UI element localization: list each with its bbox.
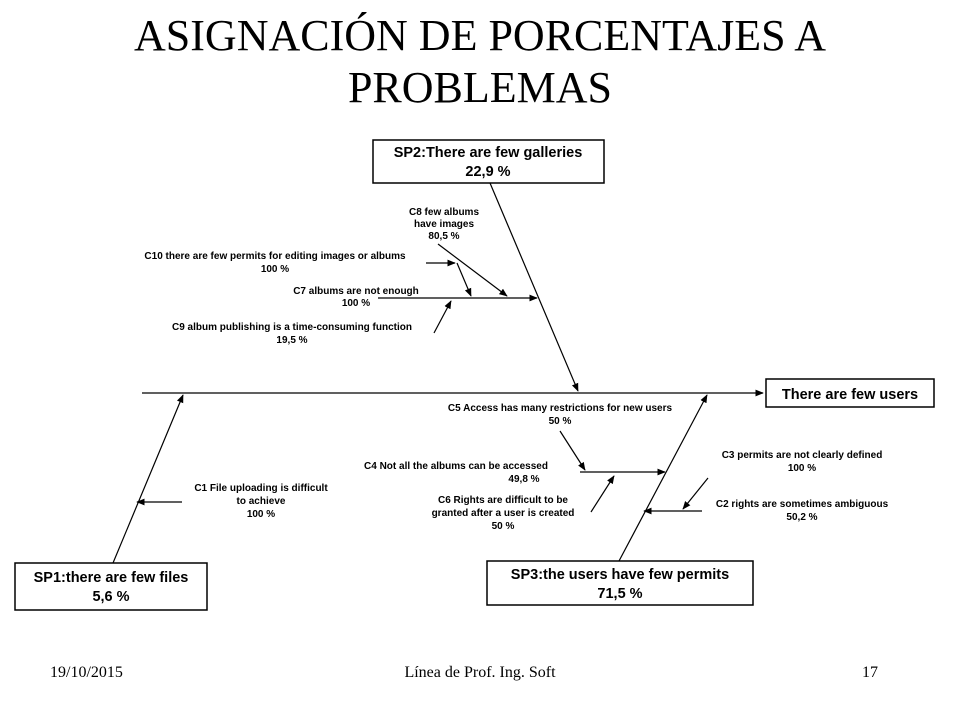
c4-line-1: C4 Not all the albums can be accessed [364,461,548,472]
slide-title-line-1: ASIGNACIÓN DE PORCENTAJES A [134,11,826,60]
c3-line-1: C3 permits are not clearly defined [722,450,883,461]
c1-line-2: to achieve [237,496,286,507]
c6-arrow [590,475,615,513]
c6-value: 50 % [492,521,515,532]
c3-arrow [682,477,709,510]
effect-box: There are few users [765,378,935,408]
c7-value: 100 % [342,298,370,309]
sp2-value: 22,9 % [465,164,510,180]
c7-label: C7 albums are not enough 100 % [293,286,419,309]
sp3-branch-arrow [618,394,708,562]
c5-arrow [559,430,586,471]
footer-page-number: 17 [862,664,878,681]
c10-label: C10 there are few permits for editing im… [144,251,406,275]
sp3-title: SP3:the users have few permits [511,567,729,583]
footer-date: 19/10/2015 [50,664,123,681]
c6-line-1: C6 Rights are difficult to be [438,495,568,506]
sp1-title: SP1:there are few files [34,570,189,586]
c3-label: C3 permits are not clearly defined 100 % [722,450,883,474]
sp2-title: SP2:There are few galleries [394,145,583,161]
c1-line-1: C1 File uploading is difficult [194,483,328,494]
sp1-box: SP1:there are few files 5,6 % [14,562,208,611]
c10-line-1: C10 there are few permits for editing im… [144,251,406,262]
c8-label: C8 few albums have images 80,5 % [409,207,479,242]
sp3-box: SP3:the users have few permits 71,5 % [486,560,754,606]
c5-value: 50 % [549,416,572,427]
sp1-value: 5,6 % [92,589,129,605]
c9-label: C9 album publishing is a time-consuming … [172,322,412,346]
c9-value: 19,5 % [276,335,307,346]
effect-label: There are few users [782,387,918,403]
c3-value: 100 % [788,463,816,474]
c9-arrow [433,300,452,334]
c5-label: C5 Access has many restrictions for new … [448,403,673,427]
c9-line-1: C9 album publishing is a time-consuming … [172,322,412,333]
c2-label: C2 rights are sometimes ambiguous 50,2 % [716,499,889,523]
slide-title: ASIGNACIÓN DE PORCENTAJES A PROBLEMAS [40,10,920,114]
sp2-branch-arrow [489,182,579,392]
c8-line-2: have images [414,219,474,230]
sp3-value: 71,5 % [597,586,642,602]
sp1-branch-arrow [112,394,184,564]
c2-line-1: C2 rights are sometimes ambiguous [716,499,889,510]
c4-value: 49,8 % [508,474,539,485]
slide-title-line-2: PROBLEMAS [347,63,613,112]
c8-arrow [437,243,508,297]
c5-line-1: C5 Access has many restrictions for new … [448,403,673,414]
c10-value: 100 % [261,264,289,275]
c6-label: C6 Rights are difficult to be granted af… [432,495,575,532]
c8-value: 80,5 % [428,231,459,242]
sp2-box: SP2:There are few galleries 22,9 % [372,139,605,184]
c6-line-2: granted after a user is created [432,508,575,519]
c4-label: C4 Not all the albums can be accessed 49… [364,461,548,485]
c8-line-1: C8 few albums [409,207,479,218]
c1-label: C1 File uploading is difficult to achiev… [194,483,328,520]
c10-arrow-d [456,262,472,297]
c1-value: 100 % [247,509,275,520]
c2-value: 50,2 % [786,512,817,523]
c7-line-1: C7 albums are not enough [293,286,419,297]
footer-center: Línea de Prof. Ing. Soft [404,664,556,681]
